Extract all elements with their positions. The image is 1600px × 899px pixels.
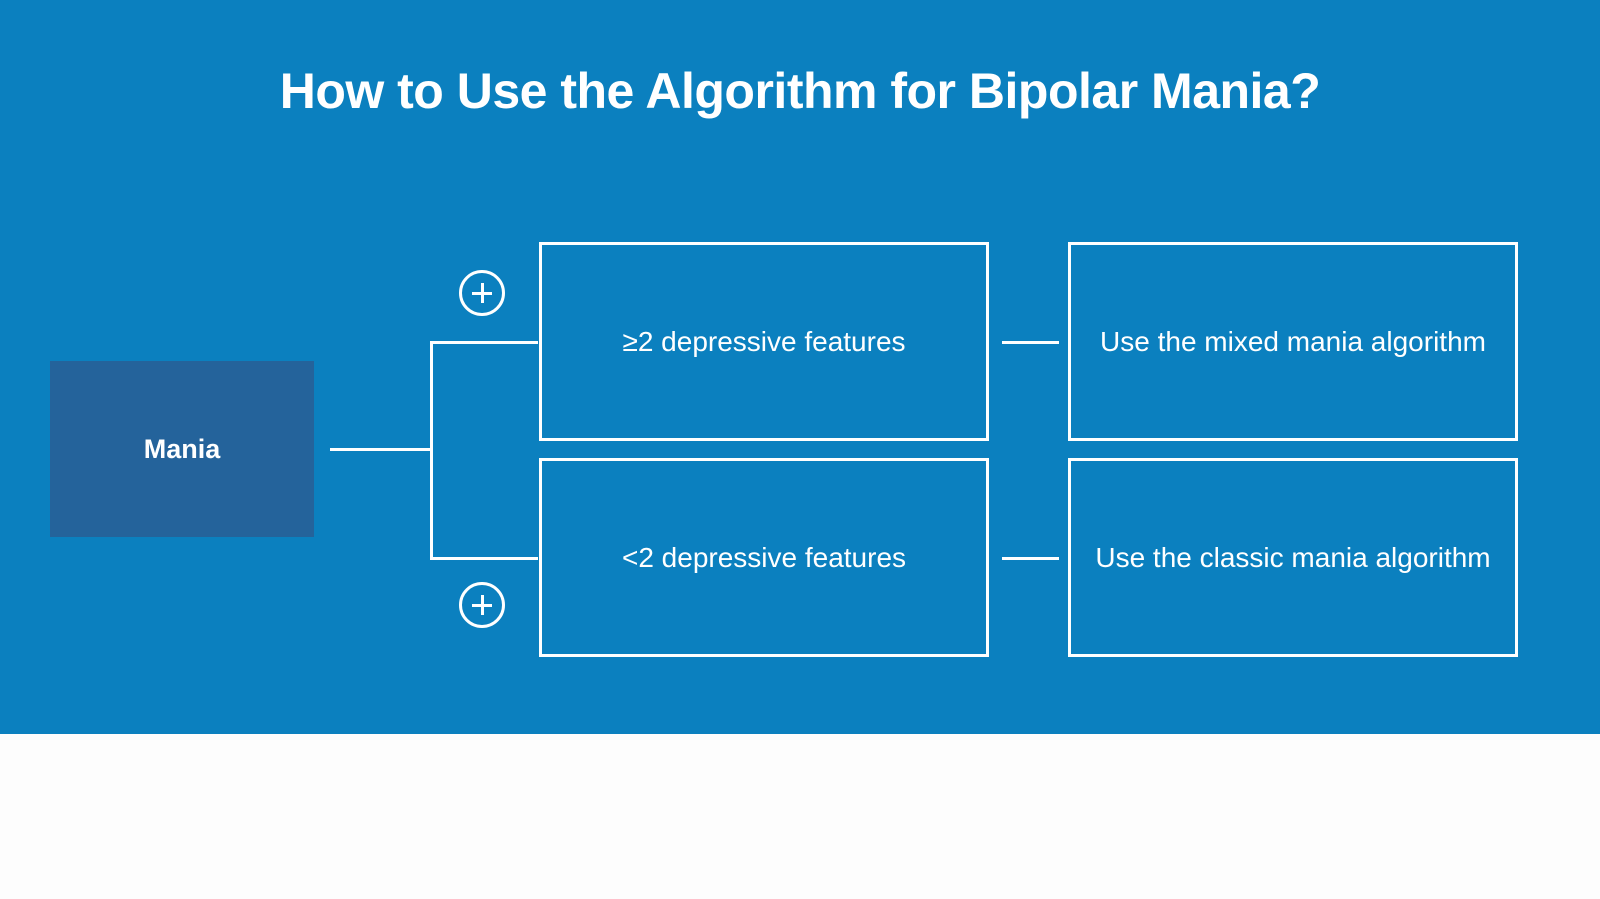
criterion-node-top: ≥2 depressive features (539, 242, 989, 441)
connector-branch-bottom (430, 557, 538, 560)
action-node-bottom: Use the classic mania algorithm (1068, 458, 1518, 657)
diagram-root-node: Mania (50, 361, 314, 537)
criterion-node-bottom: <2 depressive features (539, 458, 989, 657)
action-node-top: Use the mixed mania algorithm (1068, 242, 1518, 441)
connector-criterion-to-action-top (1002, 341, 1059, 344)
connector-bracket-vertical (430, 341, 433, 560)
connector-root-to-bracket (330, 448, 432, 451)
page-title: How to Use the Algorithm for Bipolar Man… (279, 63, 1321, 119)
plus-circle-icon (459, 270, 505, 316)
slide-footer: Osser, D. (2021). Psychopharmacology alg… (0, 734, 1600, 899)
slide-blue-stage: How to Use the Algorithm for Bipolar Man… (0, 0, 1600, 734)
diagram-root-label: Mania (143, 433, 221, 464)
connector-criterion-to-action-bottom (1002, 557, 1059, 560)
connector-branch-top (430, 341, 538, 344)
plus-circle-icon (459, 582, 505, 628)
